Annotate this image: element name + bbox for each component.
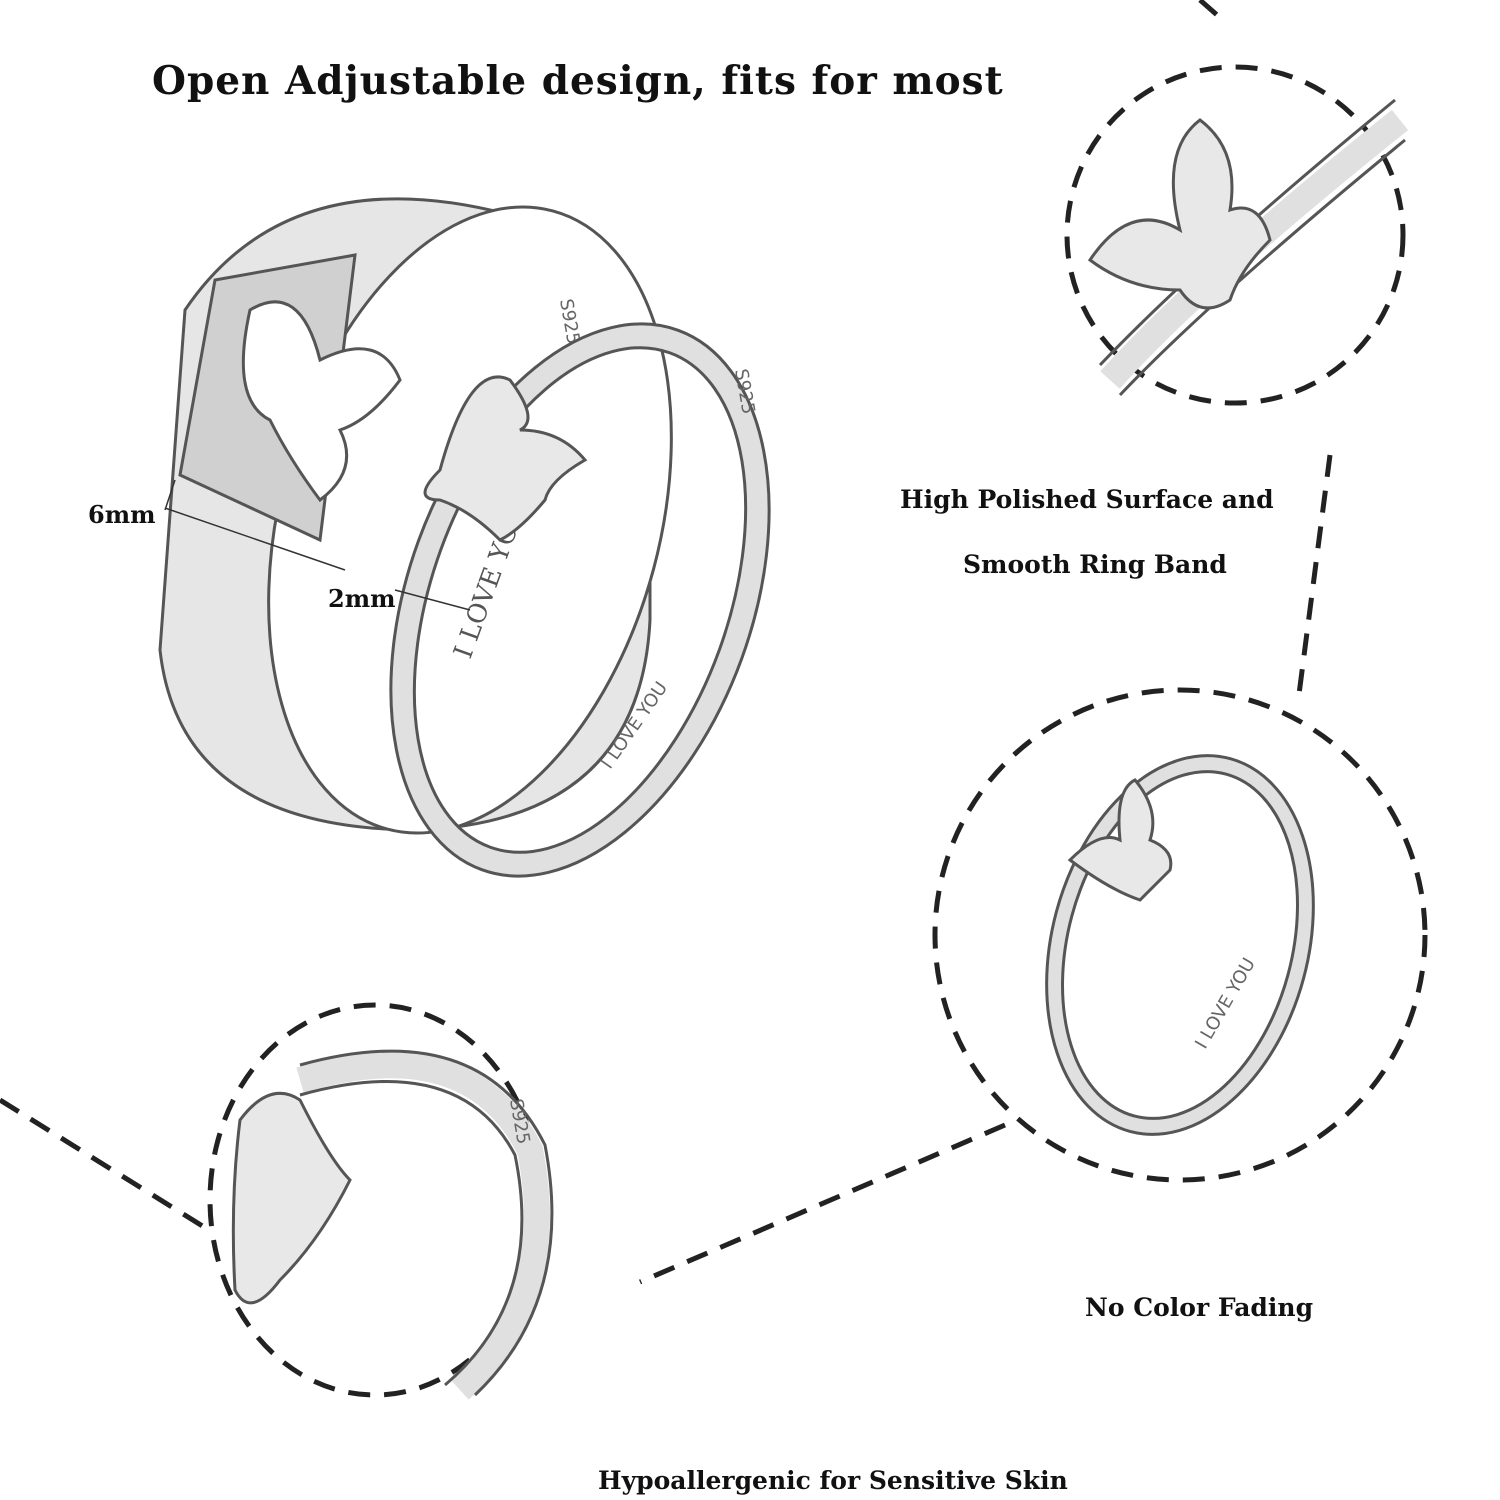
headline: Open Adjustable design, fits for most	[152, 58, 1004, 104]
detail-ring-top	[1087, 98, 1409, 397]
thin-band-width-label: 2mm	[328, 584, 396, 613]
band-width-label: 6mm	[88, 500, 156, 529]
detail-circle-middle	[932, 687, 1428, 1183]
feature-hypoallergenic: Hypoallergenic for Sensitive Skin	[598, 1466, 1068, 1495]
feature-polished-line1: High Polished Surface and	[900, 485, 1274, 514]
dimension-lines	[164, 479, 471, 611]
detail-ring-middle: I LOVE YOU	[1045, 754, 1315, 1136]
feature-polished-line2: Smooth Ring Band	[963, 550, 1227, 579]
feature-no-fading: No Color Fading	[1085, 1293, 1314, 1322]
detail-circle-top	[1064, 64, 1406, 406]
engraving-middle: I LOVE YOU	[1191, 955, 1260, 1053]
detail-ring-bottom: S925	[231, 1049, 554, 1400]
